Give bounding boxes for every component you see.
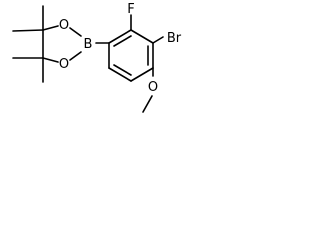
double-bond-c5-c6 (113, 64, 132, 76)
bond-oxygen-methyl (142, 95, 153, 113)
atom-boron: B (84, 37, 93, 52)
bond-boron-oxygen-bottom (69, 51, 82, 61)
bond-methyl-top-left (12, 29, 44, 32)
atom-bromine: Br (167, 31, 182, 46)
atom-labels: B O O F Br O (59, 2, 182, 95)
atom-oxygen-ring-bottom: O (59, 57, 69, 72)
bond-oxygen-top-carbon (42, 25, 59, 31)
atom-oxygen-methoxy: O (148, 80, 158, 95)
double-bond-c1-c2 (113, 35, 132, 47)
bond-oxygen-bottom-carbon (42, 57, 59, 63)
bond-c5-c6 (108, 67, 132, 82)
bond-boron-oxygen-top (69, 27, 82, 37)
chemical-structure-diagram: B O O F Br O (12, 2, 182, 113)
bond-c1-c2 (108, 29, 132, 44)
bonds (12, 5, 164, 113)
bond-c2-c3 (130, 29, 154, 44)
bond-c3-bromine (152, 36, 164, 44)
bond-c4-c5 (130, 67, 154, 82)
atom-oxygen-ring-top: O (59, 18, 69, 33)
atom-fluorine: F (127, 2, 134, 17)
